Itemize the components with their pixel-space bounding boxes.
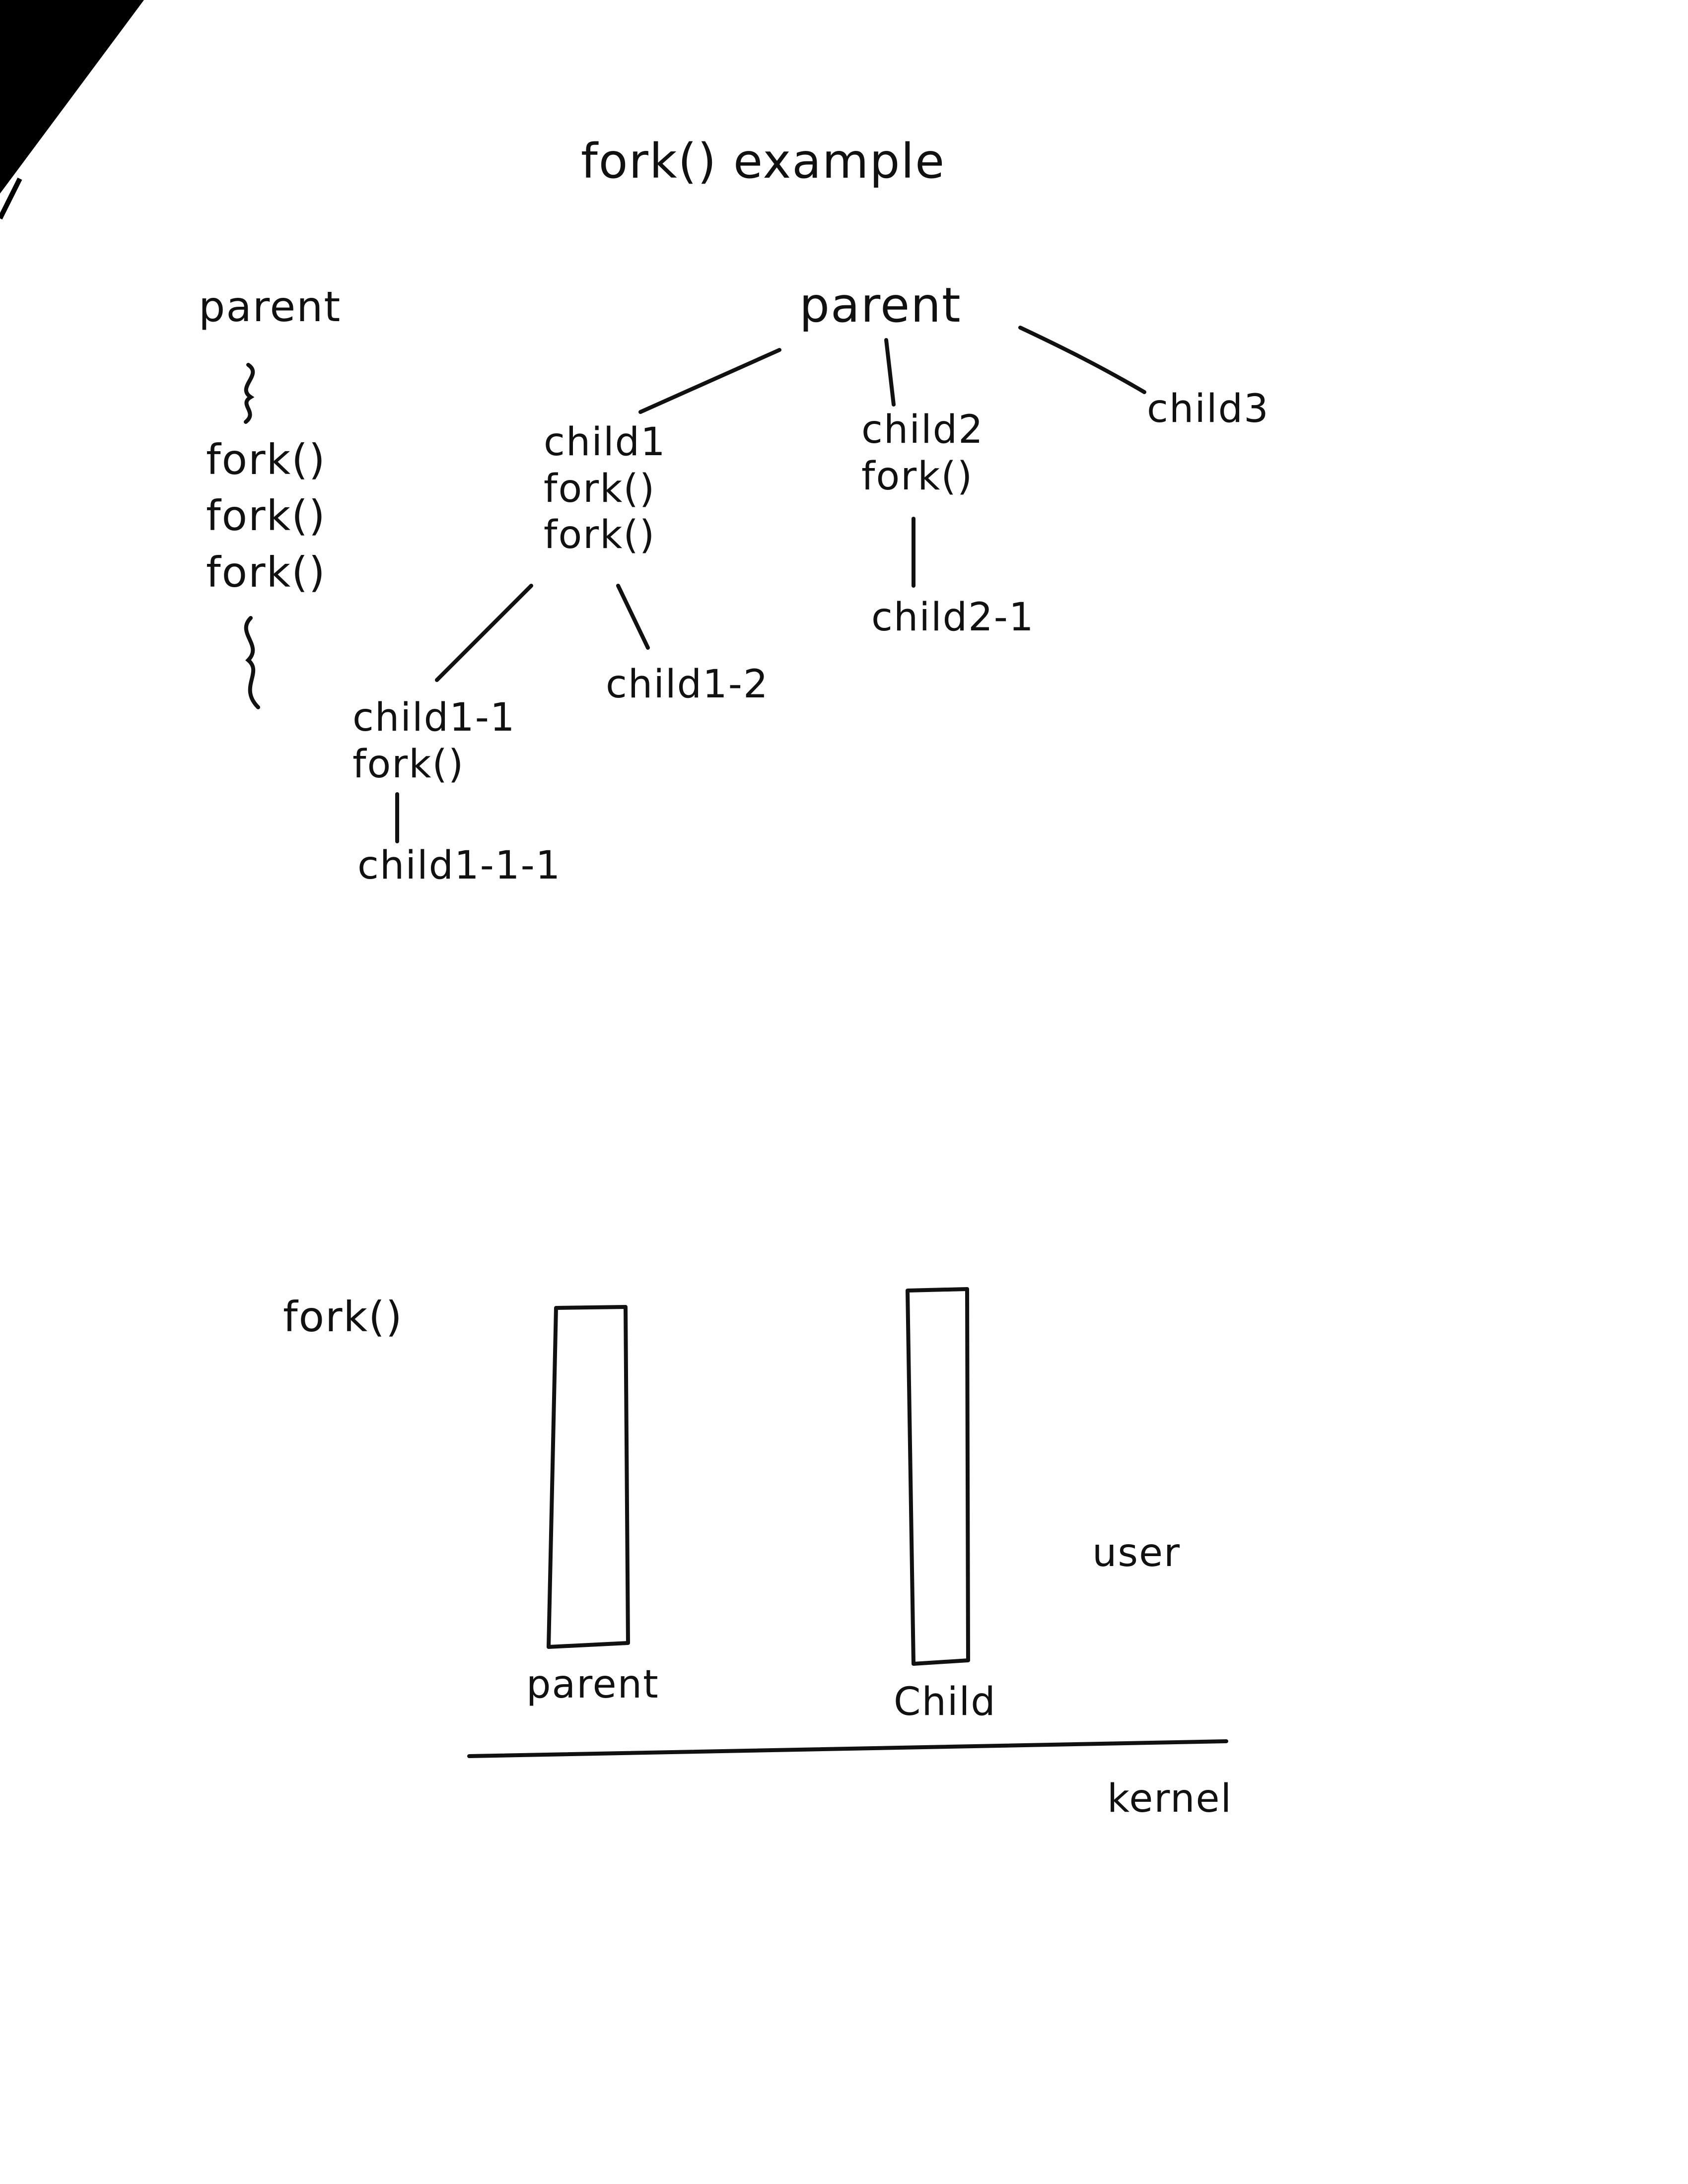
code-open-brace — [244, 363, 255, 424]
tree-node-child1-1: child1-1 fork() — [352, 695, 516, 788]
tree-node-child1: child1 fork() fork() — [544, 419, 666, 559]
edge-parent-child1 — [638, 348, 781, 414]
tree-node-child1-1-1: child1-1-1 — [357, 843, 562, 888]
tree-node-child1-2: child1-2 — [606, 662, 769, 707]
memory-parent-label: parent — [526, 1662, 659, 1707]
code-sketch-parent-label: parent — [199, 282, 342, 331]
tree-node-child3: child3 — [1147, 387, 1269, 431]
child-process-box — [906, 1287, 970, 1666]
user-kernel-boundary-line — [467, 1739, 1228, 1758]
tree-node-label: child1-1 — [352, 695, 516, 740]
tree-node-fork-call: fork() — [544, 466, 656, 511]
user-space-label: user — [1092, 1531, 1181, 1575]
tree-node-child2-1: child2-1 — [871, 595, 1035, 640]
page-title: fork() example — [581, 134, 946, 189]
parent-process-box — [547, 1305, 630, 1649]
tree-node-child2: child2 fork() — [861, 407, 984, 500]
edge-parent-child3 — [1018, 326, 1146, 394]
code-sketch-fork-calls: fork() fork() fork() — [206, 432, 326, 601]
tree-node-fork-call: fork() — [544, 513, 656, 558]
tree-node-label: child1 — [544, 420, 666, 465]
code-sketch-fork-call: fork() — [206, 435, 326, 484]
tree-node-label: child2 — [861, 408, 984, 452]
tree-node-fork-call: fork() — [352, 742, 465, 787]
edge-child1-child1-1 — [435, 584, 533, 682]
code-close-brace — [244, 616, 260, 709]
tree-node-fork-call: fork() — [861, 454, 974, 499]
kernel-space-label: kernel — [1107, 1776, 1233, 1821]
tree-root-parent: parent — [799, 277, 962, 333]
edge-child1-child1-2 — [616, 584, 650, 650]
code-sketch-fork-call: fork() — [206, 547, 326, 597]
code-sketch-fork-call: fork() — [206, 491, 326, 541]
edge-parent-child2 — [884, 338, 896, 407]
memory-child-label: Child — [894, 1680, 996, 1724]
memory-fork-label: fork() — [283, 1293, 403, 1341]
